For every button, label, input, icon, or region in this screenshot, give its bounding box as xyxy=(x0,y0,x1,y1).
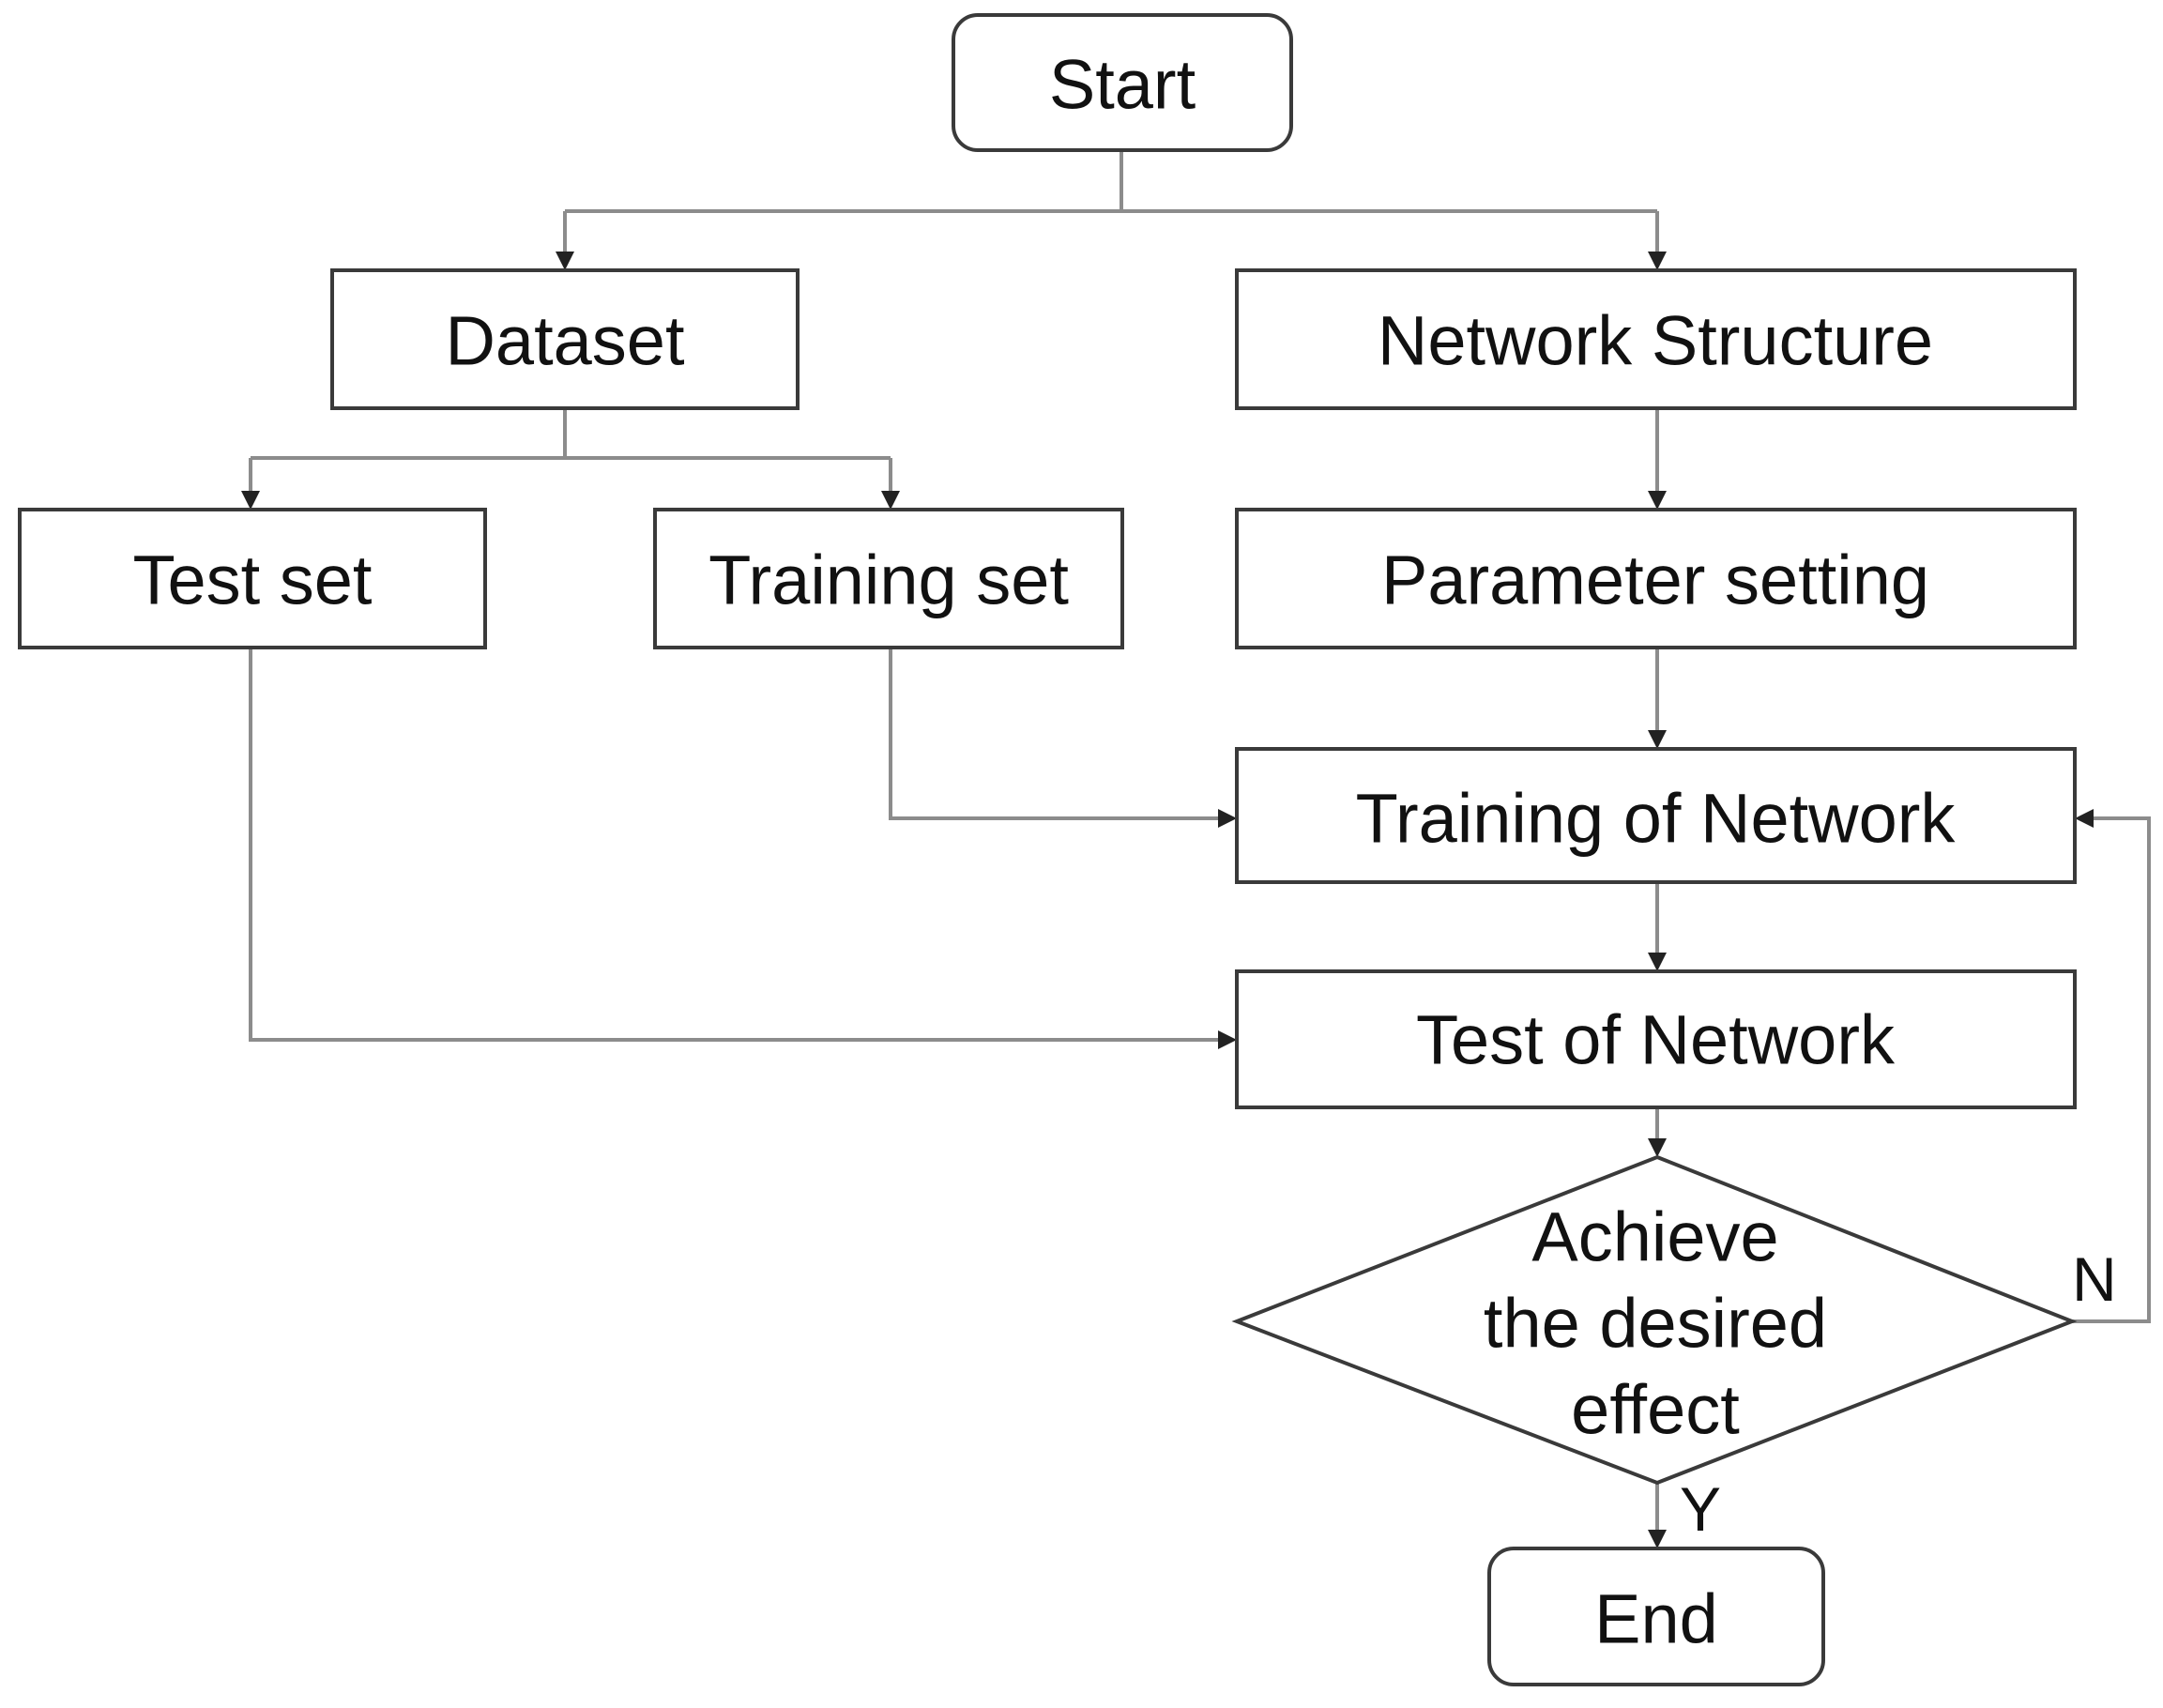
test-of-network-node: Test of Network xyxy=(1235,969,2077,1109)
arrowhead-parameter-setting xyxy=(1648,491,1667,510)
start-node: Start xyxy=(952,13,1293,152)
connector-test-set-to-test xyxy=(249,648,1237,1049)
arrowhead-network-structure xyxy=(1648,252,1667,270)
decision-label-line-1: Achieve xyxy=(1531,1198,1778,1276)
arrowhead-training-of-network-top xyxy=(1648,730,1667,749)
connector-network-structure-to-parameter-setting xyxy=(1648,408,1667,510)
connector-decision-no-loop xyxy=(2072,809,2151,1323)
end-label: End xyxy=(1594,1580,1718,1658)
parameter-setting-label: Parameter setting xyxy=(1381,541,1929,619)
dataset-label: Dataset xyxy=(445,302,684,380)
connector-start-split xyxy=(556,150,1667,270)
arrowhead-dataset xyxy=(556,252,574,270)
decision-label-line-2: the desired xyxy=(1484,1285,1827,1363)
edge-label-no: N xyxy=(2072,1244,2117,1314)
arrowhead-training-set xyxy=(881,491,900,510)
arrowhead-training-of-network-right xyxy=(2075,809,2094,828)
arrowhead-test-of-network-left xyxy=(1218,1030,1237,1049)
parameter-setting-node: Parameter setting xyxy=(1235,508,2077,649)
decision-label-line-3: effect xyxy=(1571,1371,1740,1449)
connector-training-to-test xyxy=(1648,882,1667,971)
training-set-node: Training set xyxy=(653,508,1124,649)
arrowhead-decision xyxy=(1648,1138,1667,1157)
end-node: End xyxy=(1487,1547,1825,1686)
connector-parameter-setting-to-training xyxy=(1648,648,1667,749)
test-set-node: Test set xyxy=(18,508,487,649)
training-of-network-node: Training of Network xyxy=(1235,747,2077,884)
arrowhead-test-set xyxy=(241,491,260,510)
arrowhead-end xyxy=(1648,1530,1667,1548)
test-of-network-label: Test of Network xyxy=(1416,1001,1896,1079)
connector-dataset-split xyxy=(241,408,900,510)
edge-label-yes: Y xyxy=(1680,1474,1721,1544)
connector-training-set-to-training xyxy=(889,648,1237,828)
connector-test-to-decision xyxy=(1648,1107,1667,1157)
test-set-label: Test set xyxy=(133,541,373,619)
start-label: Start xyxy=(1049,46,1196,124)
network-structure-node: Network Structure xyxy=(1235,268,2077,410)
connector-decision-yes-to-end xyxy=(1648,1483,1667,1548)
arrowhead-test-of-network-top xyxy=(1648,953,1667,971)
training-set-label: Training set xyxy=(708,541,1069,619)
dataset-node: Dataset xyxy=(330,268,800,410)
network-structure-label: Network Structure xyxy=(1378,302,1933,380)
decision-node: Achieve the desired effect xyxy=(1231,1154,2078,1486)
training-of-network-label: Training of Network xyxy=(1356,780,1957,858)
arrowhead-training-of-network-left xyxy=(1218,809,1237,828)
